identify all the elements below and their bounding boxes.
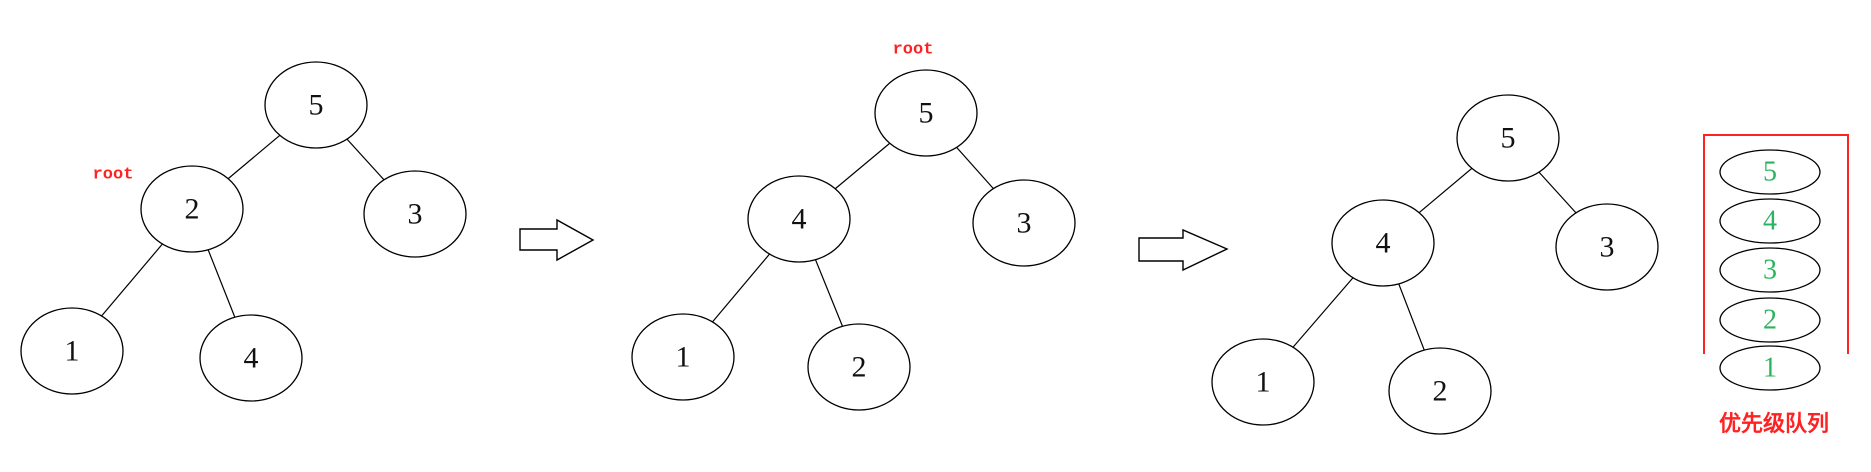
tree-after-heapify-node-3 xyxy=(972,179,1076,267)
tree-node-label: 1 xyxy=(65,335,80,368)
queue-item-ellipse xyxy=(1719,297,1821,343)
tree-initial-node-4 xyxy=(199,314,303,402)
tree-final-node-3 xyxy=(1555,203,1659,291)
tree-after-heapify-node-4 xyxy=(747,175,851,263)
tree-node-label: 4 xyxy=(1376,227,1391,260)
root-pointer-label: root xyxy=(893,41,934,60)
tree-initial-node-1 xyxy=(20,307,124,395)
queue-item-ellipse xyxy=(1719,149,1821,195)
tree-node-label: 2 xyxy=(852,351,867,384)
transform-arrow-2-icon xyxy=(1138,228,1229,272)
queue-item-ellipse xyxy=(1719,198,1821,244)
tree-after-heapify-node-1 xyxy=(631,313,735,401)
tree-node-label: 5 xyxy=(309,89,324,122)
tree-final-node-2 xyxy=(1388,347,1492,435)
queue-item-label: 2 xyxy=(1763,305,1777,336)
tree-node-label: 5 xyxy=(1501,122,1516,155)
tree-node-label: 2 xyxy=(185,193,200,226)
tree-node-label: 4 xyxy=(792,203,807,236)
tree-after-heapify-node-2 xyxy=(807,323,911,411)
queue-item-label: 4 xyxy=(1763,206,1777,237)
tree-node-label: 3 xyxy=(1600,231,1615,264)
tree-final-node-5 xyxy=(1456,94,1560,182)
tree-node-label: 3 xyxy=(1017,207,1032,240)
priority-queue-bracket xyxy=(1703,134,1849,354)
tree-final-node-4 xyxy=(1331,199,1435,287)
tree-after-heapify: 5 4 3 1 2 root xyxy=(631,41,1076,411)
tree-node-label: 2 xyxy=(1433,375,1448,408)
tree-initial-node-5 xyxy=(264,61,368,149)
queue-item-ellipse xyxy=(1719,345,1821,391)
priority-queue: 5 4 3 2 1 优先级队列 xyxy=(1703,134,1849,436)
queue-item-label: 3 xyxy=(1763,255,1777,286)
tree-initial-node-3 xyxy=(363,170,467,258)
tree-initial: 5 2 3 1 4 root xyxy=(20,61,467,402)
queue-item-label: 5 xyxy=(1763,157,1777,188)
tree-node-label: 5 xyxy=(919,97,934,130)
tree-after-heapify-node-5 xyxy=(874,69,978,157)
queue-item-ellipse xyxy=(1719,247,1821,293)
transform-arrow-1-icon xyxy=(519,218,595,262)
tree-initial-node-2 xyxy=(140,165,244,253)
tree-node-label: 1 xyxy=(676,341,691,374)
tree-final: 5 4 3 1 2 xyxy=(1211,94,1659,435)
tree-node-label: 3 xyxy=(408,198,423,231)
priority-queue-caption: 优先级队列 xyxy=(1719,411,1829,436)
queue-item-label: 1 xyxy=(1763,353,1777,384)
tree-final-node-1 xyxy=(1211,338,1315,426)
tree-node-label: 1 xyxy=(1256,366,1271,399)
root-pointer-label: root xyxy=(93,166,134,185)
tree-node-label: 4 xyxy=(244,342,259,375)
